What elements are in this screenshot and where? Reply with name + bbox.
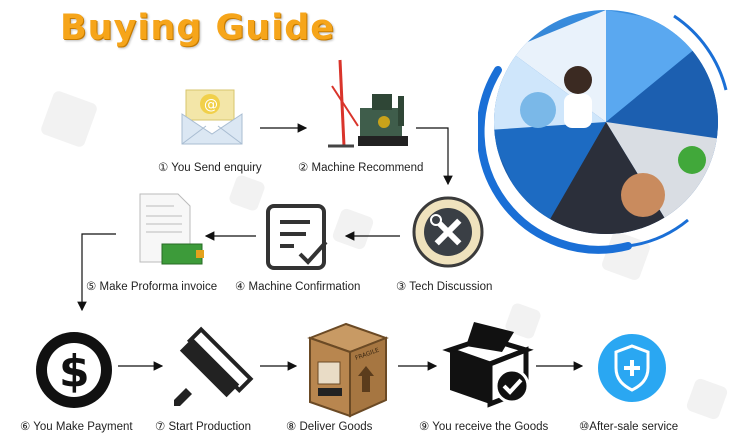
tools-badge-icon: [412, 196, 484, 268]
svg-text:$: $: [59, 346, 90, 397]
envelope-icon: @: [181, 89, 243, 145]
step-4-label: ④ Machine Confirmation: [235, 281, 361, 293]
step-2-label: ② Machine Recommend: [298, 162, 424, 174]
page-title: Buying Guide: [60, 8, 335, 48]
drill-rig-icon: [328, 59, 408, 148]
received-box-icon: [442, 322, 534, 408]
dollar-icon: $: [36, 332, 112, 408]
pencil-ruler-icon: [174, 326, 254, 406]
step-10-label: ⑩After-sale service: [579, 421, 679, 433]
service-collage-image: [478, 10, 728, 254]
step-1-label: ① You Send enquiry: [158, 162, 262, 174]
checklist-icon: [266, 204, 328, 270]
svg-text:@: @: [204, 97, 218, 113]
invoice-icon: [139, 193, 204, 265]
step-3-label: ③ Tech Discussion: [396, 281, 493, 293]
step-7-label: ⑦ Start Production: [155, 421, 251, 433]
step-8-label: ⑧ Deliver Goods: [286, 421, 373, 433]
shield-plus-icon: [598, 334, 666, 402]
step-5-label: ⑤ Make Proforma invoice: [86, 281, 218, 293]
cardboard-box-icon: FRAGILE: [307, 322, 389, 418]
step-6-label: ⑥ You Make Payment: [20, 421, 133, 433]
step-9-label: ⑨ You receive the Goods: [419, 421, 549, 433]
